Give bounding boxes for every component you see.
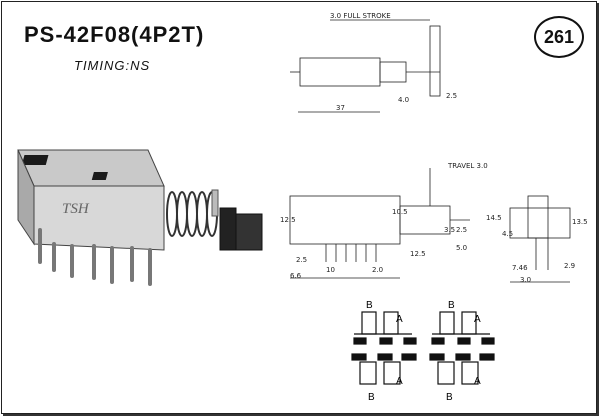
top-dim-1: 4.0 [398,96,409,104]
schematic-label-a-1: A [396,314,403,325]
timing-label: TIMING:NS [74,58,151,73]
side-dim-6: 2.9 [564,262,575,270]
front-dim-4: 10 [326,266,335,274]
front-dim-7: 2.5 [456,226,467,234]
schematic-label-b-4: B [446,392,453,403]
side-dim-2: 4.5 [502,230,513,238]
schematic-label-b-3: B [368,392,375,403]
front-dim-3: 6.6 [290,272,302,280]
travel-label: TRAVEL 3.0 [447,162,488,170]
top-dim-3: 37 [336,104,345,112]
schematic-label-a-4: A [474,376,481,387]
front-dim-10: 10.5 [392,208,408,216]
part-number-title: PS-42F08(4P2T) [24,22,205,47]
schematic-label-a-3: A [396,376,403,387]
schematic-label-b-2: B [448,300,455,311]
front-dim-2: 2.5 [296,256,307,264]
page-number-badge: 261 [534,16,584,58]
schematic-label-b-1: B [366,300,373,311]
side-dim-5: 3.0 [520,276,531,284]
front-dim-9: 5.0 [456,244,467,252]
side-dim-4: 7.46 [512,264,528,272]
top-dim-2: 2.5 [446,92,457,100]
front-dim-8: 2.0 [372,266,383,274]
front-dim-5: 12.5 [410,250,426,258]
side-dim-1: 14.5 [486,214,502,222]
photo-brand-mark: TSH [62,201,90,217]
side-dim-3: 13.5 [572,218,588,226]
full-stroke-label: 3.0 FULL STROKE [330,12,391,20]
front-dim-6: 3.5 [444,226,455,234]
schematic-label-a-2: A [474,314,481,325]
front-dim-1: 12.5 [280,216,296,224]
